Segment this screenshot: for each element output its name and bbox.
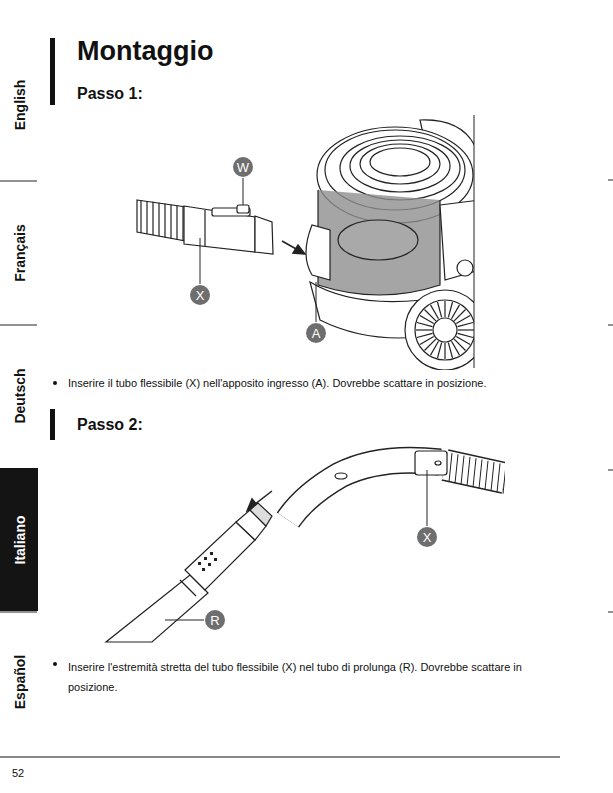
- hose-rib: [158, 203, 159, 237]
- hose-rib: [170, 205, 171, 239]
- language-tab-text: Deutsch: [13, 368, 27, 423]
- wheel-fin: [444, 343, 445, 359]
- callout-letter: R: [205, 610, 225, 630]
- footer-rule: [0, 757, 560, 758]
- instruction-text-text: Inserire l'estremità stretta del tubo fl…: [68, 661, 522, 693]
- language-tab-text: Español: [13, 655, 27, 709]
- hose-rib: [473, 458, 476, 487]
- hose-rib: [152, 202, 153, 235]
- page-title: Montaggio: [77, 36, 213, 67]
- instruction-text: Inserire il tubo flessibile (X) nell'app…: [68, 376, 568, 390]
- insert-arrow: [282, 241, 305, 254]
- callout-letter: A: [306, 323, 326, 343]
- lid-ring: [360, 144, 440, 184]
- wheel-fin: [448, 343, 452, 358]
- heading-bar: [50, 409, 55, 440]
- vacuum-body: [306, 120, 474, 370]
- lid-ring: [350, 140, 450, 192]
- extension-tube: [106, 503, 272, 642]
- wheel-fin: [458, 329, 474, 330]
- hose-rib: [140, 200, 141, 233]
- hose-rib: [461, 456, 464, 485]
- hose-rib: [485, 461, 488, 490]
- wheel-fin: [458, 322, 473, 326]
- wheel-fin: [444, 301, 445, 317]
- hose-rib: [455, 454, 458, 483]
- hose-rib: [497, 463, 500, 492]
- step-heading-text: Passo 2:: [77, 416, 143, 433]
- wheel-fin: [448, 302, 452, 317]
- tab-text: Italiano: [11, 515, 27, 564]
- leader-lines: [165, 178, 427, 620]
- wheel-fin: [452, 341, 460, 355]
- lid-ring: [340, 136, 460, 200]
- language-tab: English: [0, 97, 45, 113]
- callout-letter: X: [190, 285, 210, 305]
- hose-rib: [176, 205, 177, 239]
- callout-letter: W: [233, 157, 253, 177]
- callout-text: R: [210, 614, 219, 627]
- crop-line: [474, 115, 475, 368]
- hose-handle: [445, 453, 505, 494]
- tab-separators: [0, 180, 613, 612]
- wheel-fin: [437, 343, 441, 358]
- hose-rib: [503, 465, 505, 494]
- hose-rib: [146, 201, 147, 234]
- wheel-fin: [420, 337, 434, 345]
- hose-connector: [184, 205, 273, 254]
- step-heading: Passo 1:: [77, 83, 143, 104]
- wheel-fin: [437, 302, 441, 317]
- language-tab: Français: [0, 245, 49, 261]
- instruction-text-text: Inserire il tubo flessibile (X) nell'app…: [68, 377, 486, 389]
- language-tab-text: Français: [13, 224, 27, 282]
- instruction-text: Inserire l'estremità stretta del tubo fl…: [68, 657, 558, 697]
- step-heading: Passo 2:: [77, 414, 143, 435]
- wheel-fin: [417, 322, 432, 326]
- lid-ring: [370, 148, 430, 176]
- callout-text: X: [196, 289, 205, 302]
- wheel-fin: [456, 316, 470, 324]
- wheel-fin: [416, 329, 432, 330]
- language-tab-text: English: [13, 80, 27, 131]
- step-heading-text: Passo 1:: [77, 85, 143, 102]
- hose-rib: [491, 462, 494, 491]
- hose: [137, 200, 186, 241]
- callout-text: X: [423, 531, 432, 544]
- callout-letter: X: [417, 527, 437, 547]
- hose-rib: [467, 457, 470, 486]
- active-language-tab: Italiano: [0, 468, 38, 611]
- wheel-fin: [417, 333, 432, 337]
- page-number-text: 52: [12, 767, 24, 779]
- bullet: [53, 662, 57, 666]
- callout-text: W: [237, 161, 249, 174]
- hose-rib: [479, 460, 482, 489]
- bullet: [53, 381, 57, 385]
- callout-text: A: [312, 327, 321, 340]
- page-number: 52: [12, 766, 24, 780]
- wheel-fin: [458, 333, 473, 337]
- heading-bar: [50, 38, 55, 105]
- handle-details: [335, 451, 447, 479]
- wheel-fin: [431, 305, 439, 319]
- hose-rib: [164, 204, 165, 238]
- page-title-text: Montaggio: [77, 36, 213, 66]
- language-tab: Deutsch: [0, 388, 48, 404]
- language-tab: Español: [0, 674, 47, 690]
- hose-rib: [449, 453, 452, 482]
